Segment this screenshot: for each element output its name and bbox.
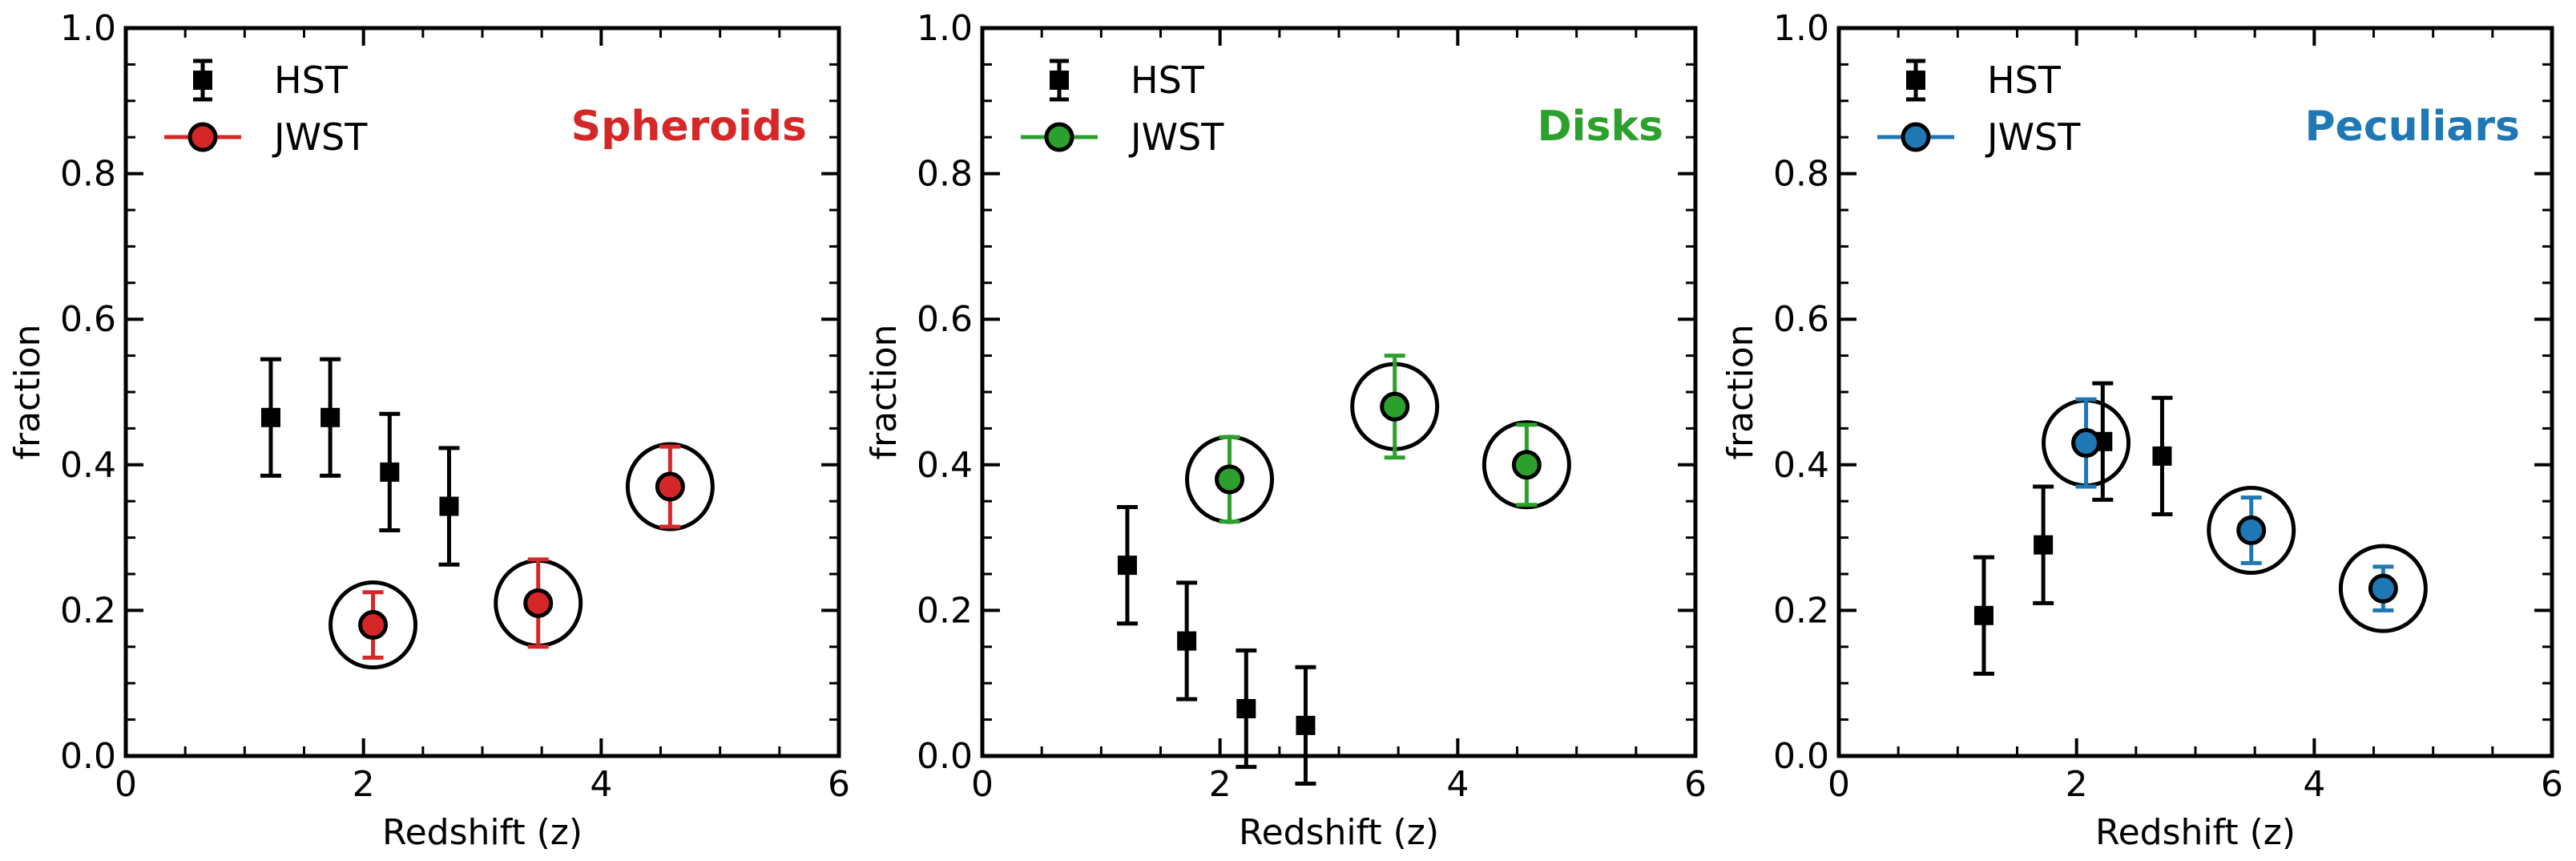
hst-point	[1973, 605, 1993, 625]
y-tick-label: 0.8	[917, 154, 973, 195]
y-tick-label: 0.2	[60, 590, 116, 631]
y-tick-label: 0.2	[917, 590, 973, 631]
jwst-point	[2368, 573, 2398, 604]
y-tick-label: 1.0	[60, 8, 116, 49]
x-axis-label: Redshift (z)	[382, 812, 583, 853]
series-hst	[1116, 504, 1316, 786]
y-tick-label: 0.4	[60, 445, 116, 486]
highlight-ring	[329, 580, 418, 670]
x-tick-label: 0	[971, 764, 994, 805]
jwst-point	[1511, 450, 1542, 480]
hst-point	[1296, 715, 1316, 735]
y-tick-label: 0.4	[917, 445, 973, 486]
legend: HST JWST	[164, 59, 368, 159]
ticks	[981, 26, 1697, 758]
y-tick-label: 0.4	[1773, 445, 1829, 486]
x-tick-label: 4	[1446, 764, 1469, 805]
legend: HST JWST	[1021, 59, 1224, 159]
highlight-ring	[2338, 544, 2428, 633]
panel-title: Spheroids	[571, 103, 807, 151]
highlight-ring	[2207, 486, 2296, 576]
panel-title: Disks	[1538, 103, 1663, 151]
legend-jwst-marker	[1901, 122, 1931, 152]
hst-point	[320, 407, 341, 427]
series-jwst	[1185, 354, 1571, 524]
legend: HST JWST	[1877, 59, 2081, 159]
y-tick-label: 0.6	[917, 299, 973, 340]
series-hst	[260, 357, 460, 567]
x-axis-label: Redshift (z)	[2095, 812, 2296, 853]
x-tick-label: 4	[590, 764, 612, 805]
y-tick-label: 0.8	[1773, 154, 1829, 195]
x-tick-label: 6	[828, 764, 850, 805]
legend-jwst-marker	[187, 122, 218, 152]
legend-hst-label: HST	[1987, 59, 2062, 102]
jwst-point	[2071, 428, 2102, 459]
y-axis-label: fraction	[7, 324, 48, 459]
y-tick-label: 0.6	[1773, 299, 1829, 340]
jwst-point	[1380, 391, 1410, 422]
x-axis-label: Redshift (z)	[1239, 812, 1439, 853]
y-tick-label: 0.6	[60, 299, 116, 340]
x-tick-label: 2	[1209, 764, 1232, 805]
ticks	[1837, 26, 2554, 758]
hst-point	[2152, 446, 2172, 466]
y-tick-label: 0.2	[1773, 590, 1829, 631]
series-jwst	[2042, 397, 2428, 633]
y-tick-label: 0.0	[1773, 736, 1829, 777]
y-tick-label: 0.0	[60, 736, 116, 777]
y-tick-label: 1.0	[1773, 8, 1829, 49]
highlight-ring	[625, 442, 715, 532]
legend-hst-label: HST	[1131, 59, 1205, 102]
y-axis-label: fraction	[1720, 324, 1761, 459]
hst-point	[380, 462, 400, 482]
jwst-point	[1215, 464, 1245, 495]
y-tick-label: 0.0	[917, 736, 973, 777]
legend-jwst-marker	[1044, 122, 1074, 152]
hst-point	[2034, 535, 2054, 555]
legend-jwst-label: JWST	[1985, 115, 2081, 159]
legend-hst-marker	[1050, 71, 1069, 90]
highlight-ring	[1482, 420, 1571, 510]
y-tick-label: 1.0	[917, 8, 973, 49]
hst-point	[1236, 698, 1256, 718]
hst-point	[439, 496, 459, 516]
x-tick-label: 0	[1828, 764, 1850, 805]
y-axis-label: fraction	[864, 324, 905, 459]
series-hst	[1973, 381, 2173, 676]
y-tick-label: 0.8	[60, 154, 116, 195]
x-tick-label: 4	[2303, 764, 2325, 805]
legend-hst-label: HST	[274, 59, 349, 102]
jwst-point	[2236, 515, 2267, 546]
panel-title: Peculiars	[2304, 103, 2520, 151]
hst-point	[260, 407, 280, 427]
series-jwst	[329, 442, 715, 670]
x-tick-label: 6	[2541, 764, 2563, 805]
x-tick-label: 6	[1684, 764, 1707, 805]
legend-jwst-label: JWST	[1128, 115, 1224, 159]
hst-point	[1117, 556, 1137, 576]
x-tick-label: 0	[115, 764, 137, 805]
jwst-point	[358, 610, 389, 641]
jwst-point	[655, 471, 685, 502]
legend-hst-marker	[1906, 71, 1925, 90]
hst-point	[1177, 631, 1197, 651]
x-tick-label: 2	[353, 764, 375, 805]
jwst-point	[523, 588, 554, 618]
legend-hst-marker	[193, 71, 212, 90]
ticks	[124, 26, 841, 758]
legend-jwst-label: JWST	[272, 115, 368, 159]
x-tick-label: 2	[2066, 764, 2088, 805]
